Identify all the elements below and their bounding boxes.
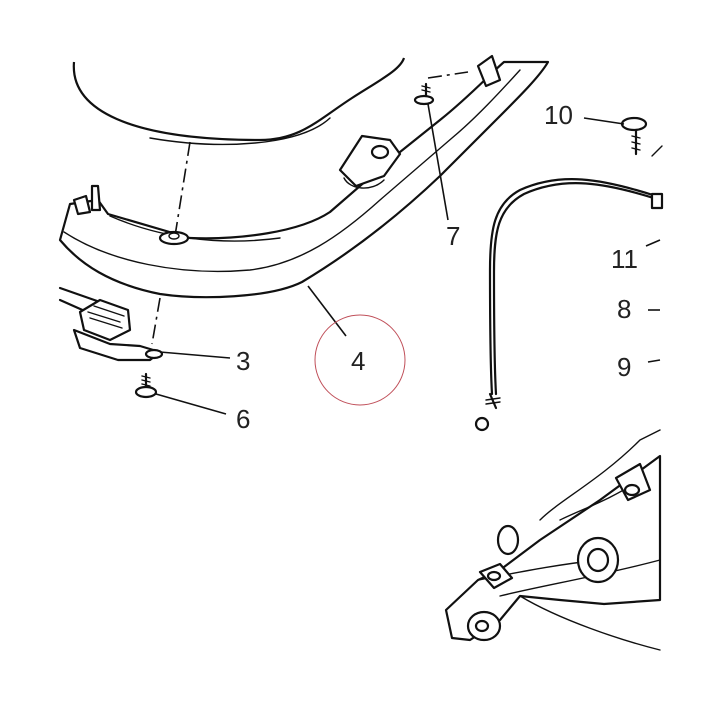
callout-8: 8	[617, 294, 631, 324]
callout-10: 10	[544, 100, 573, 130]
callout-9: 9	[617, 352, 631, 382]
callout-3: 3	[236, 346, 250, 376]
centerline-bracket	[151, 297, 161, 345]
release-cable	[474, 178, 664, 432]
left-bracket-assembly	[58, 286, 164, 362]
tail-section	[58, 54, 550, 299]
highlight-circle	[314, 314, 406, 406]
screw-7	[413, 71, 469, 106]
callout-7: 7	[446, 221, 460, 251]
seat	[72, 57, 406, 146]
callout-labels: 3 4 6 7 8 9 10 11	[236, 100, 638, 434]
callout-4: 4	[351, 346, 365, 376]
swingarm	[444, 429, 662, 651]
callout-6: 6	[236, 404, 250, 434]
screw-6	[134, 372, 158, 399]
screw-10	[620, 116, 663, 157]
centerline-seat	[174, 141, 191, 237]
callout-11: 11	[611, 244, 638, 274]
leader-lines	[155, 103, 661, 415]
